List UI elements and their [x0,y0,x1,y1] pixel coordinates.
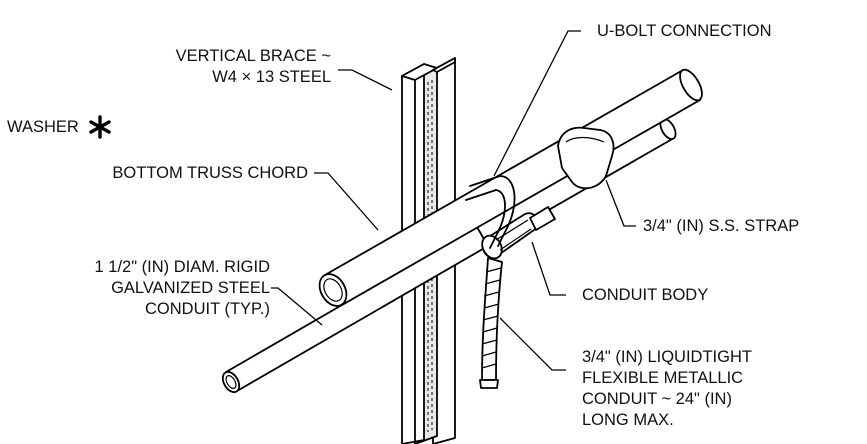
label-conduit-body: CONDUIT BODY [582,286,708,304]
label-flex-conduit-line4: LONG MAX. [582,411,674,429]
label-flex-conduit-line2: FLEXIBLE METALLIC [582,369,743,387]
label-conduit-line1: 1 1/2" (IN) DIAM. RIGID [95,258,271,276]
label-washer: WASHER [7,118,79,136]
asterisk-icon [89,115,111,139]
label-bottom-truss-chord: BOTTOM TRUSS CHORD [112,164,308,182]
ss-strap [557,126,615,190]
u-bolt [465,175,516,249]
conduit-body [481,206,556,260]
flexible-metallic-conduit [479,257,503,389]
label-u-bolt-connection: U-BOLT CONNECTION [597,22,771,40]
label-conduit-line2: GALVANIZED STEEL [111,279,270,297]
bottom-truss-chord-pipe [318,68,703,307]
label-ss-strap: 3/4" (IN) S.S. STRAP [643,217,799,235]
label-vertical-brace-line1: VERTICAL BRACE ~ [176,47,331,65]
label-vertical-brace-line2: W4 × 13 STEEL [212,68,331,86]
label-flex-conduit-line1: 3/4" (IN) LIQUIDTIGHT [582,348,752,366]
leader-lines [271,30,636,371]
label-flex-conduit-line3: CONDUIT ~ 24" (IN) [582,390,732,408]
label-conduit-line3: CONDUIT (TYP.) [145,300,270,318]
